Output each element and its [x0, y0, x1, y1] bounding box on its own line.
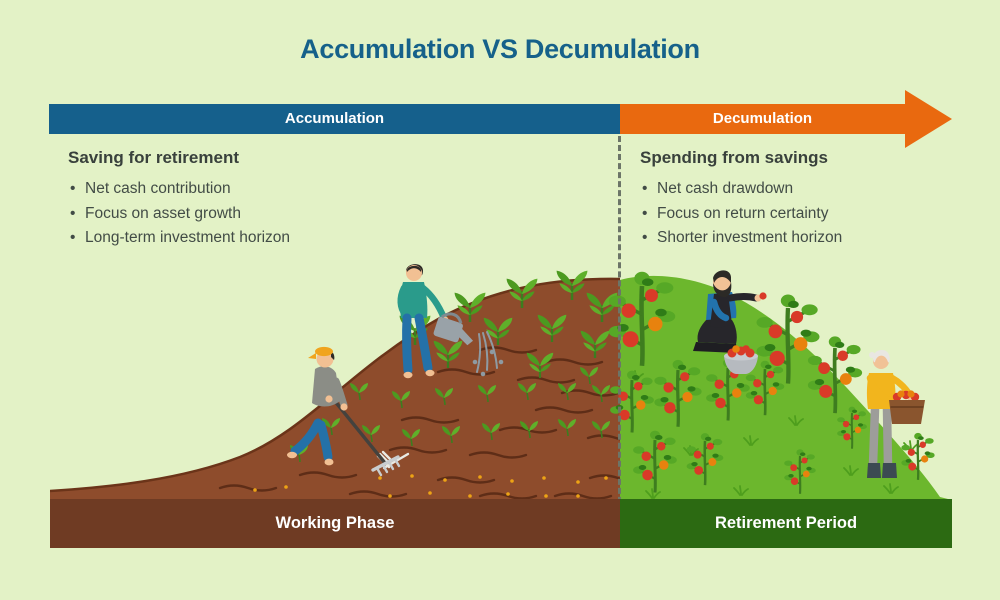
farmer-raking [287, 346, 401, 477]
retirement-period-bar: Retirement Period [620, 499, 952, 548]
elderly-harvester [866, 349, 925, 478]
banner-accumulation: Accumulation [49, 104, 620, 134]
tomato-crate-icon [889, 390, 925, 424]
tomato-basket-icon [724, 345, 758, 374]
bullet-item: Net cash drawdown [640, 177, 970, 202]
watering-can-icon [433, 312, 474, 346]
page-title: Accumulation VS Decumulation [300, 34, 700, 64]
bullet-item: Focus on return certainty [640, 202, 970, 227]
bullet-item: Net cash contribution [68, 177, 398, 202]
farming-illustration [50, 264, 952, 500]
accumulation-heading: Saving for retirement [68, 148, 239, 167]
water-stream [472, 331, 504, 377]
decumulation-bullet-list: Net cash drawdown Focus on return certai… [640, 177, 970, 251]
decumulation-text-block: Spending from savings Net cash drawdown … [640, 148, 970, 251]
harvester-kneeling [693, 270, 767, 374]
accumulation-text-block: Saving for retirement Net cash contribut… [68, 148, 398, 251]
phase-divider-line [618, 136, 621, 548]
bullet-item: Long-term investment horizon [68, 226, 398, 251]
decumulation-heading: Spending from savings [640, 148, 828, 167]
arrow-head-icon [905, 90, 952, 148]
accumulation-bullet-list: Net cash contribution Focus on asset gro… [68, 177, 398, 251]
working-phase-bar: Working Phase [50, 499, 620, 548]
farmer-watering [397, 264, 504, 379]
bullet-item: Shorter investment horizon [640, 226, 970, 251]
seed-dots [253, 474, 608, 498]
banner-decumulation: Decumulation [620, 104, 905, 134]
bullet-item: Focus on asset growth [68, 202, 398, 227]
